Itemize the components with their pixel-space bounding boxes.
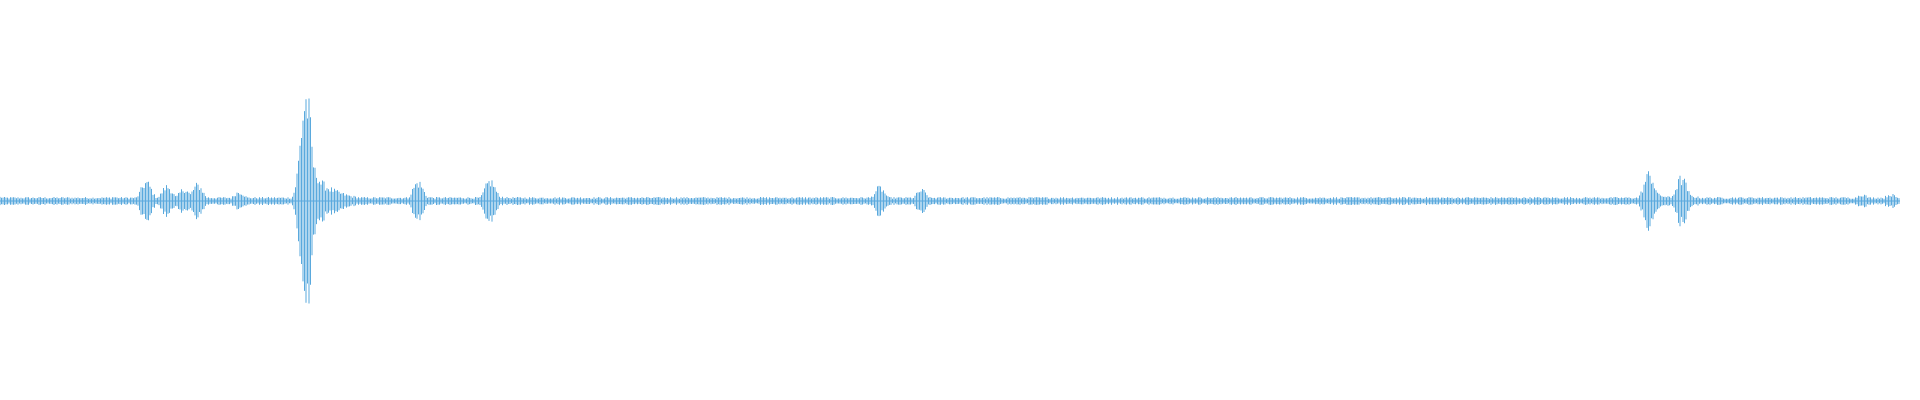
waveform-bars bbox=[0, 98, 1900, 304]
